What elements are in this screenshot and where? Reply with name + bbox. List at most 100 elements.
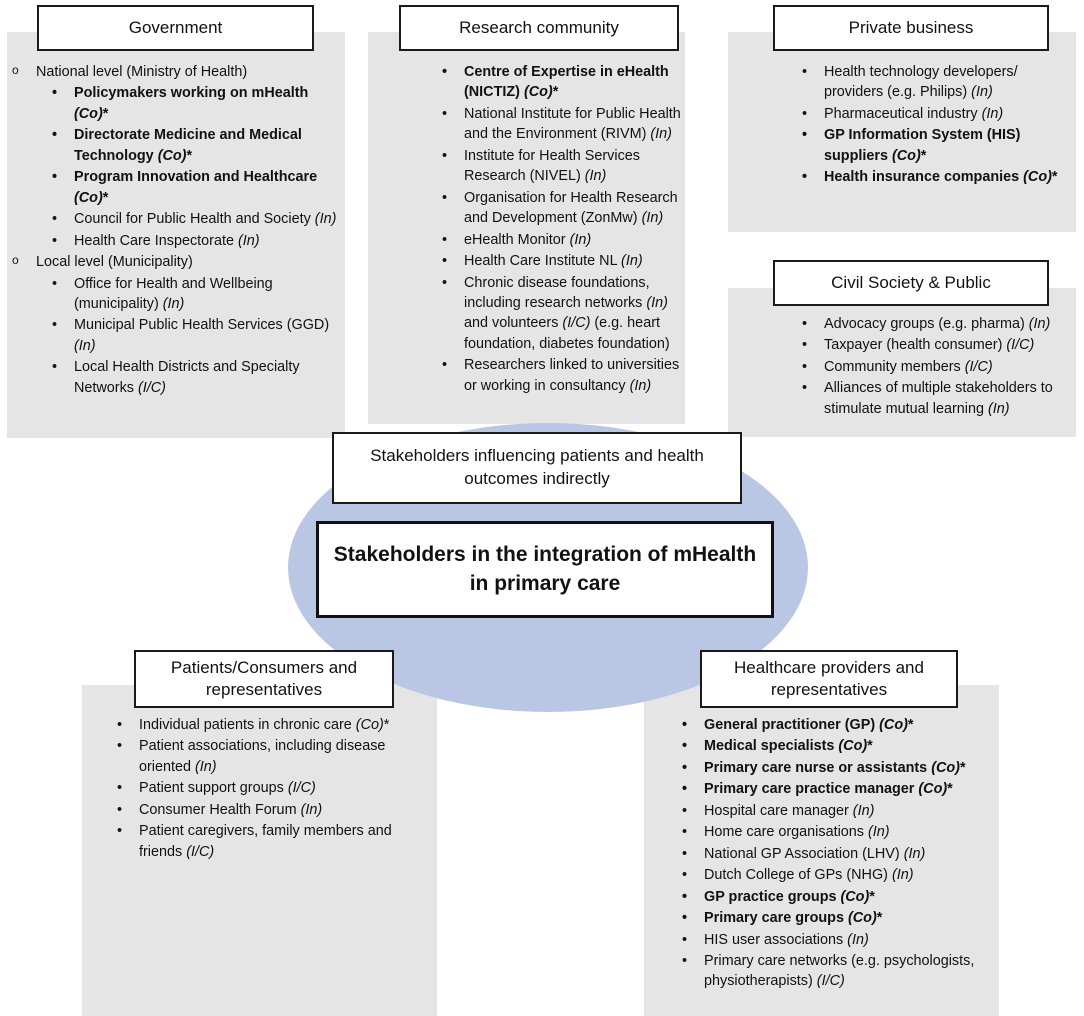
- hollow-bullet-icon: o: [12, 253, 19, 268]
- bullet-icon: •: [682, 717, 688, 733]
- bullet-icon: •: [682, 824, 688, 841]
- list-item-text: Individual patients in chronic care (Co)…: [139, 717, 390, 733]
- list-item-text: Health Care Inspectorate (In): [74, 232, 260, 249]
- list-item: • Health technology developers/ providers…: [798, 62, 1076, 103]
- bullet-icon: •: [802, 316, 808, 332]
- list-item: •Patient caregivers, family members and …: [113, 821, 437, 862]
- bullet-icon: •: [682, 738, 688, 755]
- list-item-text: Primary care nurse or assistants (Co)*: [704, 759, 966, 776]
- list-item: •General practitioner (GP) (Co)*: [678, 715, 999, 735]
- bullet-icon: •: [442, 64, 448, 80]
- bullet-icon: •: [682, 867, 688, 884]
- panel-government: [7, 32, 345, 438]
- list-item: •Municipal Public Health Services (GGD) …: [48, 315, 345, 356]
- list-item: • Health Care Inspectorate (In): [48, 231, 345, 251]
- bullet-icon: •: [117, 738, 123, 755]
- list-item-text: Dutch College of GPs (NHG) (In): [704, 867, 914, 884]
- list-private-business: • Health technology developers/ providers…: [760, 62, 1076, 189]
- list-item: • National GP Association (LHV) (In): [678, 844, 999, 864]
- list-patients-consumers: • Individual patients in chronic care (Co…: [75, 715, 437, 863]
- bullet-icon: •: [117, 717, 123, 733]
- list-item-text: Institute for Health Services Research (…: [464, 147, 640, 185]
- list-item: •Health Care Institute NL (In): [438, 251, 685, 271]
- header-civil-society-public-label: Civil Society & Public: [831, 273, 991, 293]
- header-research-community: Research community: [399, 5, 679, 51]
- panel-private-business: [728, 32, 1076, 232]
- header-government-label: Government: [128, 18, 223, 38]
- list-item: •Medical specialists (Co)*: [678, 736, 999, 756]
- header-patients-consumers: Patients/Consumers and representatives: [134, 650, 394, 708]
- bullet-icon: •: [442, 147, 448, 164]
- list-item: •GP practice groups (Co)*: [678, 887, 999, 907]
- bullet-icon: •: [682, 888, 688, 905]
- bullet-icon: •: [802, 127, 808, 144]
- header-private-business-label: Private business: [848, 18, 974, 38]
- list-item-text: Patient associations, including disease …: [139, 738, 386, 775]
- bullet-icon: •: [442, 253, 448, 270]
- bullet-icon: •: [117, 823, 123, 840]
- list-item-text: Local level (Municipality): [36, 254, 193, 271]
- list-item: •Local Health Districts and Specialty Ne…: [48, 357, 345, 398]
- list-item-text: Alliances of multiple stakeholders to st…: [824, 380, 1053, 417]
- bullet-icon: •: [682, 845, 688, 862]
- bullet-icon: •: [802, 380, 808, 397]
- list-item: • Patient support groups (I/C): [113, 778, 437, 798]
- bullet-icon: •: [802, 64, 808, 80]
- header-civil-society-public: Civil Society & Public: [773, 260, 1049, 306]
- bullet-icon: •: [682, 759, 688, 776]
- list-item: •Community members (I/C): [798, 357, 1076, 377]
- list-item-text: Council for Public Health and Society (I…: [74, 211, 337, 228]
- list-healthcare-providers: •General practitioner (GP) (Co)*•Medical…: [640, 715, 999, 993]
- list-item: • Centre of Expertise in eHealth (NICTIZ)…: [438, 62, 685, 103]
- bullet-icon: •: [682, 952, 688, 969]
- list-item-text: Organisation for Health Research and Dev…: [464, 189, 678, 227]
- list-research-community: • Centre of Expertise in eHealth (NICTIZ)…: [400, 62, 685, 397]
- bullet-icon: •: [802, 169, 808, 186]
- bullet-icon: •: [52, 275, 58, 292]
- bullet-icon: •: [682, 910, 688, 927]
- list-item-text: Local Health Districts and Specialty Net…: [74, 359, 300, 396]
- list-item: •HIS user associations (In): [678, 930, 999, 950]
- list-item-text: National GP Association (LHV) (In): [704, 845, 926, 862]
- header-healthcare-providers: Healthcare providers and representatives: [700, 650, 958, 708]
- indirect-influence-label: Stakeholders influencing patients and he…: [370, 446, 704, 488]
- indirect-influence-box: Stakeholders influencing patients and he…: [332, 432, 742, 504]
- header-private-business: Private business: [773, 5, 1049, 51]
- panel-patients-consumers: [82, 685, 437, 1016]
- list-item-text: Centre of Expertise in eHealth (NICTIZ) …: [464, 64, 669, 101]
- list-item: • Health insurance companies (Co)*: [798, 167, 1076, 187]
- list-item: • Chronic disease foundations, including …: [438, 273, 685, 355]
- list-item: •Policymakers working on mHealth (Co)*: [48, 83, 345, 124]
- list-item-text: Chronic disease foundations, including r…: [464, 274, 670, 352]
- bullet-icon: •: [442, 274, 448, 291]
- list-item: •eHealth Monitor (In): [438, 230, 685, 250]
- list-item-text: Primary care practice manager (Co)*: [704, 781, 953, 798]
- list-item-text: Taxpayer (health consumer) (I/C): [824, 337, 1035, 354]
- panel-research-community: [368, 32, 685, 424]
- list-item-text: Health insurance companies (Co)*: [824, 169, 1058, 186]
- bullet-icon: •: [52, 232, 58, 249]
- list-item: •Primary care networks (e.g. psychologis…: [678, 951, 999, 992]
- list-item: •Pharmaceutical industry (In): [798, 104, 1076, 124]
- list-item-text: Health technology developers/ providers …: [824, 64, 1018, 101]
- bullet-icon: •: [117, 780, 123, 797]
- list-item-text: Directorate Medicine and Medical Technol…: [74, 127, 302, 164]
- stakeholder-list: •General practitioner (GP) (Co)*•Medical…: [640, 715, 999, 992]
- list-item-text: Municipal Public Health Services (GGD) (…: [74, 317, 330, 354]
- list-item: •Advocacy groups (e.g. pharma) (In): [798, 314, 1076, 334]
- list-item: • Individual patients in chronic care (Co…: [113, 715, 437, 735]
- list-item-text: Hospital care manager (In): [704, 802, 875, 819]
- list-item: •GP Information System (HIS) suppliers (…: [798, 125, 1076, 166]
- main-topic-label: Stakeholders in the integration of mHeal…: [333, 543, 757, 595]
- list-item-text: Consumer Health Forum (In): [139, 801, 323, 818]
- list-item-text: Patient support groups (I/C): [139, 780, 316, 797]
- bullet-icon: •: [802, 337, 808, 354]
- list-item-text: Program Innovation and Healthcare (Co)*: [74, 169, 318, 206]
- list-item: • Taxpayer (health consumer) (I/C): [798, 335, 1076, 355]
- stakeholder-list: • Individual patients in chronic care (Co…: [75, 715, 437, 862]
- list-item: •Researchers linked to universities or w…: [438, 355, 685, 396]
- list-item-text: Community members (I/C): [824, 358, 993, 375]
- panel-healthcare-providers: [644, 685, 999, 1016]
